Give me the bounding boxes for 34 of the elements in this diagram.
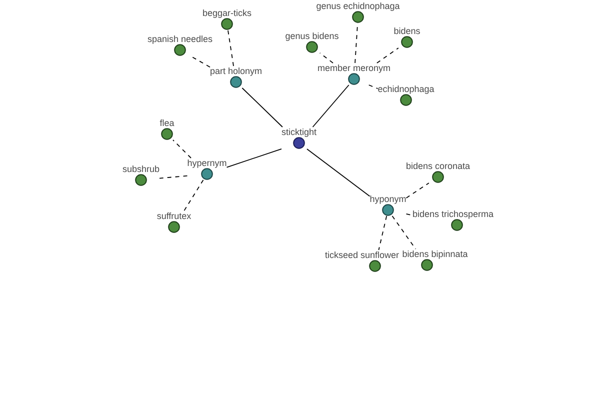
dashed-connector-line xyxy=(392,216,416,250)
dashed-connector-line xyxy=(190,56,210,68)
connector-line xyxy=(242,88,283,128)
node-label: suffrutex xyxy=(156,211,192,221)
node-label: part holonym xyxy=(210,66,262,76)
node-label: echidnophaga xyxy=(378,84,434,94)
node-label: hyponym xyxy=(370,194,406,204)
node-label: bidens trichosperma xyxy=(412,209,494,219)
dashed-connector-line xyxy=(406,182,430,198)
connector-line xyxy=(312,84,350,128)
connector-line xyxy=(226,148,282,168)
node-label: beggar-ticks xyxy=(202,8,252,18)
node-label: genus echidnophaga xyxy=(316,1,400,11)
connector-line xyxy=(306,148,370,197)
node-label: hypernym xyxy=(187,158,227,168)
node-label: sticktight xyxy=(281,127,316,137)
dashed-connector-line xyxy=(376,48,399,64)
dashed-connector-line xyxy=(159,175,188,179)
dashed-connector-line xyxy=(368,84,378,90)
node-label: subshrub xyxy=(122,164,160,174)
node-label: genus bidens xyxy=(285,31,339,41)
node-label: spanish needles xyxy=(147,34,213,44)
node-label: bidens xyxy=(394,26,420,36)
dashed-connector-line xyxy=(172,140,192,158)
node-label: bidens coronata xyxy=(406,161,470,171)
dashed-connector-line xyxy=(184,180,204,212)
node-label: flea xyxy=(160,118,174,128)
dashed-connector-line xyxy=(378,216,388,250)
node-label: tickseed sunflower xyxy=(324,250,400,260)
dashed-connector-line xyxy=(406,214,413,216)
node-label: member meronym xyxy=(317,63,390,73)
dashed-connector-line xyxy=(227,30,234,66)
dashed-connector-line xyxy=(319,52,334,64)
node-label: bidens bipinnata xyxy=(402,249,468,259)
